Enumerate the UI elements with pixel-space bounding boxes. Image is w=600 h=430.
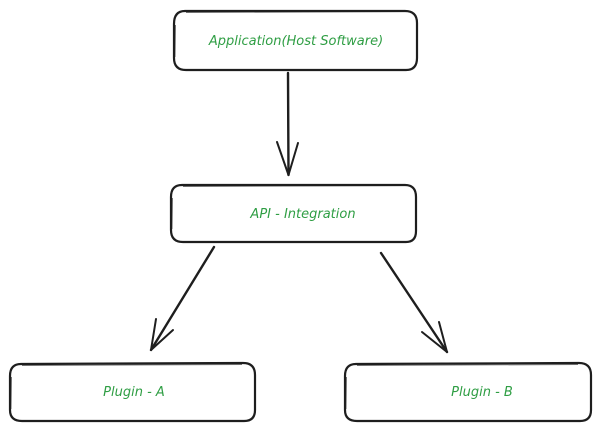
edge-line (286, 71, 290, 177)
node-application[interactable]: Application(Host Software) (172, 9, 419, 72)
node-plugin-b-label: Plugin - B (451, 385, 513, 400)
node-application-label: Application(Host Software) (208, 34, 383, 49)
node-plugin-b[interactable]: Plugin - B (343, 361, 593, 423)
node-api-integration[interactable]: API - Integration (169, 183, 418, 244)
edge-line (149, 245, 216, 352)
edge-application-to-api (276, 71, 299, 177)
edge-api-to-plugin-b (379, 251, 449, 354)
edge-line (379, 251, 449, 354)
arrowhead-icon (276, 141, 299, 176)
node-plugin-a-label: Plugin - A (103, 385, 165, 400)
edge-api-to-plugin-a (149, 245, 216, 352)
node-api-integration-label: API - Integration (249, 207, 355, 222)
arrowhead-icon (150, 318, 174, 351)
node-plugin-a[interactable]: Plugin - A (8, 361, 257, 423)
arrowhead-icon (421, 321, 448, 353)
